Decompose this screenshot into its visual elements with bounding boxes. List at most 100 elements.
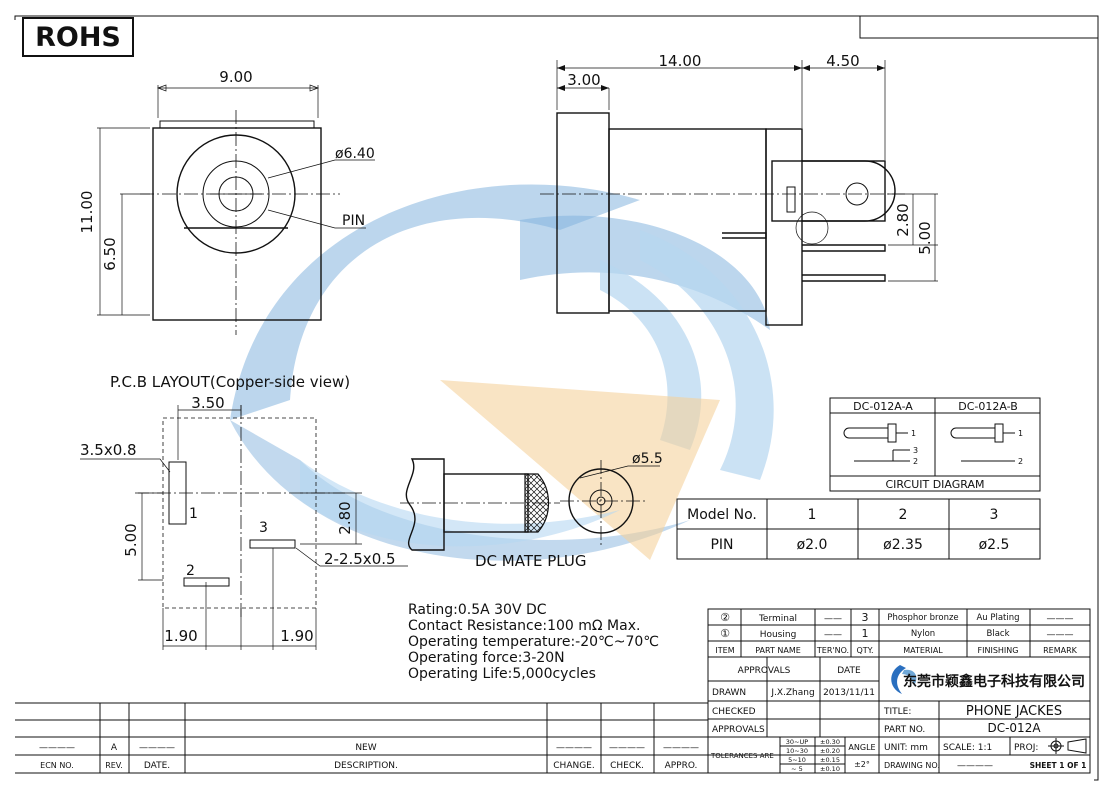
pcb-right-spacing: 1.90: [280, 627, 313, 645]
bom-name: Terminal: [758, 614, 797, 624]
drawn-date: 2013/11/11: [823, 688, 875, 698]
angle-tol: ±2°: [854, 760, 870, 769]
part-no: DC-012A: [987, 721, 1041, 735]
bom-header-finishing: FINISHING: [978, 646, 1019, 655]
circuit-b-n2: 2: [1018, 457, 1023, 466]
pcb-pin3: 3: [259, 520, 268, 536]
rev-appro: ————: [663, 743, 699, 753]
checked-label: CHECKED: [712, 707, 756, 717]
rev-date: ————: [139, 743, 175, 753]
rev-rev: A: [111, 743, 118, 753]
sheet-label: SHEET 1 OF 1: [1030, 761, 1087, 770]
model-header-3: 3: [990, 507, 999, 523]
drawn-label: DRAWN: [712, 688, 746, 698]
angle-label: ANGLE: [848, 743, 875, 752]
front-width-dim: 9.00: [219, 68, 252, 86]
model-row-1: ø2.0: [797, 537, 828, 553]
bom-material: Nylon: [911, 629, 935, 639]
spec-line: Operating temperature:-20℃~70℃: [408, 634, 659, 650]
model-header-2: 2: [899, 507, 908, 523]
bom-header-ter: TER'NO.: [816, 646, 849, 655]
pcb-left-spacing: 1.90: [164, 627, 197, 645]
bom-remark: ———: [1047, 630, 1074, 640]
tol-value: ±0.10: [820, 765, 840, 773]
pcb-slot2-dim: 2-2.5x0.5: [324, 550, 396, 568]
bom-item: ②: [720, 611, 730, 624]
drawing-no-label: DRAWING NO.: [884, 761, 940, 770]
pcb-width-dim: 3.50: [191, 394, 224, 412]
side-view: [540, 60, 938, 326]
rev-label-rev: REV.: [105, 761, 123, 770]
rev-desc: NEW: [355, 743, 376, 753]
front-view: [97, 84, 375, 335]
projection-symbol-icon: [1048, 738, 1087, 754]
model-row-0: PIN: [710, 537, 733, 553]
side-pitch-dim: 2.80: [894, 203, 912, 236]
rev-label-check: CHECK.: [610, 761, 644, 771]
model-row-2: ø2.35: [883, 537, 923, 553]
plug-diameter: ø5.5: [632, 451, 663, 467]
approvals2-label: APPROVALS: [712, 725, 765, 735]
rev-label-appro: APPRO.: [665, 761, 698, 771]
title-label: TITLE:: [883, 707, 911, 717]
circuit-b-n1: 1: [1018, 429, 1023, 438]
tol-range: 5~10: [788, 756, 806, 764]
rev-label-desc: DESCRIPTION.: [334, 761, 398, 771]
bom-header-item: ITEM: [715, 646, 734, 655]
rev-label-ecn: ECN NO.: [40, 761, 74, 770]
part-no-label: PART NO.: [884, 725, 925, 735]
tol-value: ±0.15: [820, 756, 840, 764]
bom-qty: 3: [862, 611, 869, 624]
side-span-dim: 5.00: [916, 221, 934, 254]
rev-label-date: DATE.: [144, 761, 170, 771]
tolerances-label: TOLERANCES ARE: [710, 752, 774, 760]
model-row-3: ø2.5: [979, 537, 1010, 553]
bom-name: Housing: [760, 630, 797, 640]
front-diameter-dim: ø6.40: [335, 146, 375, 162]
spec-line: Operating Life:5,000cycles: [408, 666, 596, 682]
spec-line: Operating force:3-20N: [408, 650, 565, 666]
tol-range: ~ 5: [791, 765, 803, 773]
bom-finishing: Black: [987, 629, 1010, 639]
side-front-dim: 3.00: [567, 71, 600, 89]
rev-label-change: CHANGE.: [553, 761, 594, 771]
dc-mate-plug: [400, 458, 660, 551]
unit-label: UNIT: mm: [884, 743, 928, 753]
circuit-a-n2: 2: [913, 457, 918, 466]
bom-material: Phosphor bronze: [887, 613, 958, 623]
plug-label: DC MATE PLUG: [475, 552, 587, 570]
company-logo: [891, 665, 917, 694]
date-label: DATE: [837, 666, 861, 676]
pcb-title: P.C.B LAYOUT(Copper-side view): [110, 373, 350, 391]
rohs-badge: [22, 17, 134, 57]
company-name: 东莞市颖鑫电子科技有限公司: [903, 673, 1085, 690]
rev-check: ————: [609, 743, 645, 753]
bom-header-material: MATERIAL: [903, 646, 943, 655]
tol-range: 30~UP: [786, 738, 808, 746]
tol-range: 10~30: [786, 747, 808, 755]
title-block-grid: [707, 608, 1091, 774]
bom-ter: ——: [824, 614, 842, 624]
rev-ecn: ————: [39, 743, 75, 753]
scale-label: SCALE: 1:1: [943, 743, 992, 753]
pcb-slot-dim: 3.5x0.8: [80, 441, 137, 459]
circuit-a-n1: 1: [911, 429, 916, 438]
tol-value: ±0.30: [820, 738, 840, 746]
pin-label: PIN: [342, 213, 365, 229]
drawn-by: J.X.Zhang: [770, 688, 814, 698]
circuit-col-a: DC-012A-A: [853, 400, 913, 413]
spec-line: Contact Resistance:100 mΩ Max.: [408, 618, 640, 634]
rohs-label: ROHS: [35, 22, 121, 53]
revision-table: [15, 702, 708, 774]
bom-header-name: PART NAME: [755, 646, 801, 655]
pcb-pitch-dim: 2.80: [336, 501, 354, 534]
circuit-a-n3: 3: [913, 446, 918, 455]
bom-remark: ———: [1047, 614, 1074, 624]
approvals-label: APPROVALS: [738, 666, 791, 676]
circuit-col-b: DC-012A-B: [958, 400, 1018, 413]
proj-label: PROJ:: [1014, 743, 1038, 753]
pcb-height-dim: 5.00: [122, 523, 140, 556]
model-header-1: 1: [808, 507, 817, 523]
circuit-title: CIRCUIT DIAGRAM: [886, 478, 985, 491]
